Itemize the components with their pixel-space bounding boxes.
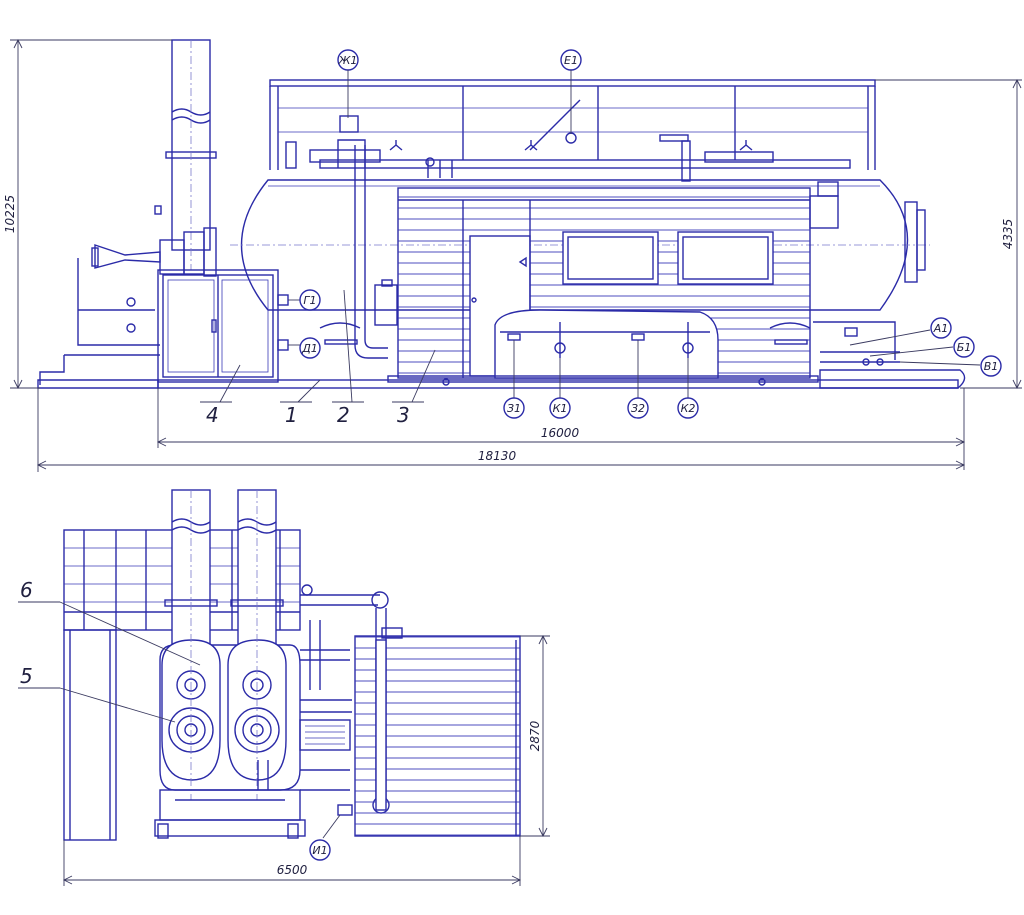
callout-a1 [849,317,952,346]
part-leaders-top [200,289,436,403]
callout-bottom [503,340,699,419]
callout-v1-label: В1 [984,360,999,373]
dim-length-total [36,388,966,472]
callout-e1 [560,49,582,134]
callout-z2-label: З2 [631,402,645,415]
dim-height-side [520,634,550,838]
boiler-room [397,187,811,379]
part-label-1: 1 [285,403,298,427]
dim-height-vessel [875,78,1022,390]
dim-width-side [62,836,522,886]
part-leaders-side [18,601,201,723]
front-elevation: 10225 4335 16000 18130 [3,38,1022,472]
callout-b1 [869,336,975,358]
control-cabinet [157,269,289,383]
dim-height-total-label: 10225 [3,195,17,233]
nozzles [319,321,900,366]
callout-g1-label: Г1 [303,294,316,307]
side-elevation: 2870 6500 6 5 И1 [18,489,550,886]
callout-g1 [288,289,321,311]
callout-a1-label: А1 [933,322,949,335]
callout-i1-label: И1 [312,844,327,857]
callout-z1-label: З1 [507,402,521,415]
skid-base [37,369,966,389]
dim-height-vessel-label: 4335 [1001,219,1015,250]
callout-b1-label: Б1 [957,341,972,354]
ladder [63,629,117,841]
side-room [354,627,521,837]
callout-e1-label: Е1 [564,54,578,67]
chimney-top [165,39,217,270]
dim-length-skid-label: 16000 [541,426,580,440]
burner-assembly [39,205,217,385]
part-label-2: 2 [337,403,350,427]
callout-zh1 [337,49,359,118]
boiler-ends [159,490,301,800]
dim-length-skid [156,388,966,470]
callout-i1 [309,814,341,861]
part-label-3: 3 [397,403,410,427]
top-platform [269,79,876,182]
callout-k1-label: К1 [553,402,568,415]
callout-v1 [899,355,1002,377]
side-base [154,789,306,839]
callout-k2-label: К2 [681,402,696,415]
dim-width-side-label: 6500 [277,863,308,877]
riser-pipe [354,145,398,359]
main-vessel [230,179,930,311]
part-label-5: 5 [20,664,33,688]
part-label-6: 6 [20,578,33,602]
dim-height-side-label: 2870 [528,720,542,751]
dim-height-total [10,38,172,390]
callout-d1-label: Д1 [301,342,318,355]
part-label-4: 4 [206,403,219,427]
callout-zh1-label: Ж1 [338,54,358,67]
callout-d1 [288,337,321,359]
dim-length-total-label: 18130 [478,449,517,463]
